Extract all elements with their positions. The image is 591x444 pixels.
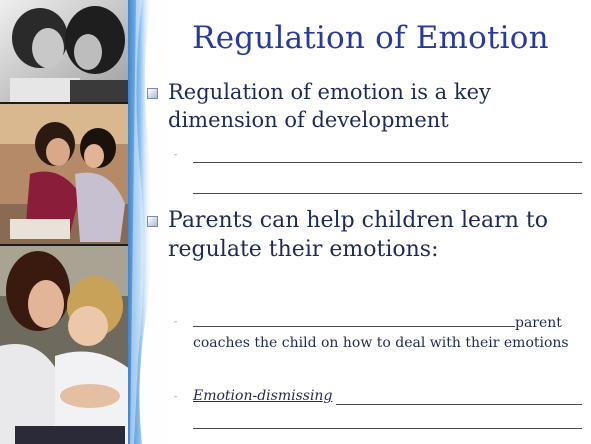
photo-comforting bbox=[0, 104, 138, 246]
blank-line-4 bbox=[193, 428, 582, 429]
photo-divider bbox=[0, 244, 138, 247]
bullet-2-text: Parents can help children learn to regul… bbox=[168, 208, 548, 262]
dash-marker-icon: - bbox=[174, 392, 178, 402]
dash-marker-icon: - bbox=[174, 317, 178, 327]
photo-mother-daughter bbox=[0, 0, 138, 104]
sub-item-2: Emotion-dismissing bbox=[193, 388, 332, 404]
photo-strip bbox=[0, 0, 138, 444]
dash-marker-icon: - bbox=[174, 150, 178, 160]
bullet-square-icon bbox=[147, 88, 158, 99]
blue-swoosh-decoration bbox=[128, 0, 153, 444]
bullet-square-icon bbox=[147, 216, 158, 227]
sub-item-1-text: parent coaches the child on how to deal … bbox=[193, 315, 569, 351]
bullet-1-text: Regulation of emotion is a key dimension… bbox=[168, 80, 491, 132]
blank-line-3 bbox=[336, 404, 582, 405]
slide-title: Regulation of Emotion bbox=[192, 20, 549, 56]
sub-item-1: parent coaches the child on how to deal … bbox=[193, 312, 583, 353]
photo-divider bbox=[0, 102, 138, 105]
blank-fill-in bbox=[193, 312, 515, 327]
blank-line-2 bbox=[193, 193, 582, 194]
sub-item-2-label: Emotion-dismissing bbox=[193, 388, 333, 404]
photo-hug bbox=[0, 246, 138, 444]
blank-line-1 bbox=[193, 162, 582, 163]
